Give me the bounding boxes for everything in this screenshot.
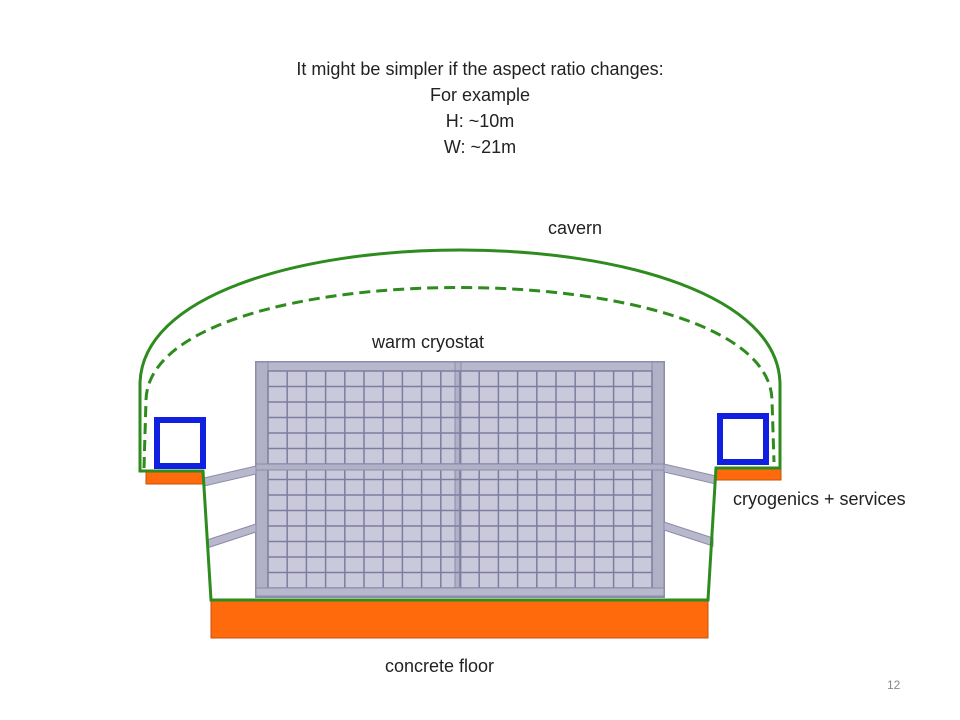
warm-cryostat-dashed-outline	[142, 286, 776, 469]
page-number: 12	[887, 678, 901, 692]
title-line-2: For example	[429, 85, 531, 105]
cryostat-grid	[267, 370, 653, 589]
cryostat-struts	[203, 463, 717, 549]
cryogenics-services-label: cryogenics + services	[733, 489, 906, 509]
cryostat-bottom-beam	[255, 587, 665, 597]
warm-cryostat	[255, 361, 665, 598]
cavern-outline	[138, 248, 782, 602]
cryostat-mid-beam	[255, 463, 665, 471]
strut-left-lower	[206, 523, 257, 549]
concrete-floor	[210, 600, 709, 639]
strut-right-upper	[663, 463, 717, 485]
services-box-right	[717, 413, 769, 465]
left-ledge	[145, 471, 205, 485]
slide-title: It might be simpler if the aspect ratio …	[0, 56, 960, 160]
cryostat-left-column	[255, 361, 269, 598]
title-line-1: It might be simpler if the aspect ratio …	[296, 59, 664, 79]
services-box-left	[154, 417, 206, 469]
strut-left-upper	[203, 465, 257, 487]
cryostat-right-column	[651, 361, 665, 598]
title-line-3: H: ~10m	[445, 111, 515, 131]
strut-right-lower	[663, 521, 714, 547]
warm-cryostat-label: warm cryostat	[372, 332, 485, 352]
concrete-floor-label: concrete floor	[385, 656, 495, 676]
right-ledge	[715, 467, 782, 481]
title-line-4: W: ~21m	[443, 137, 517, 157]
cavern-label: cavern	[548, 218, 603, 238]
